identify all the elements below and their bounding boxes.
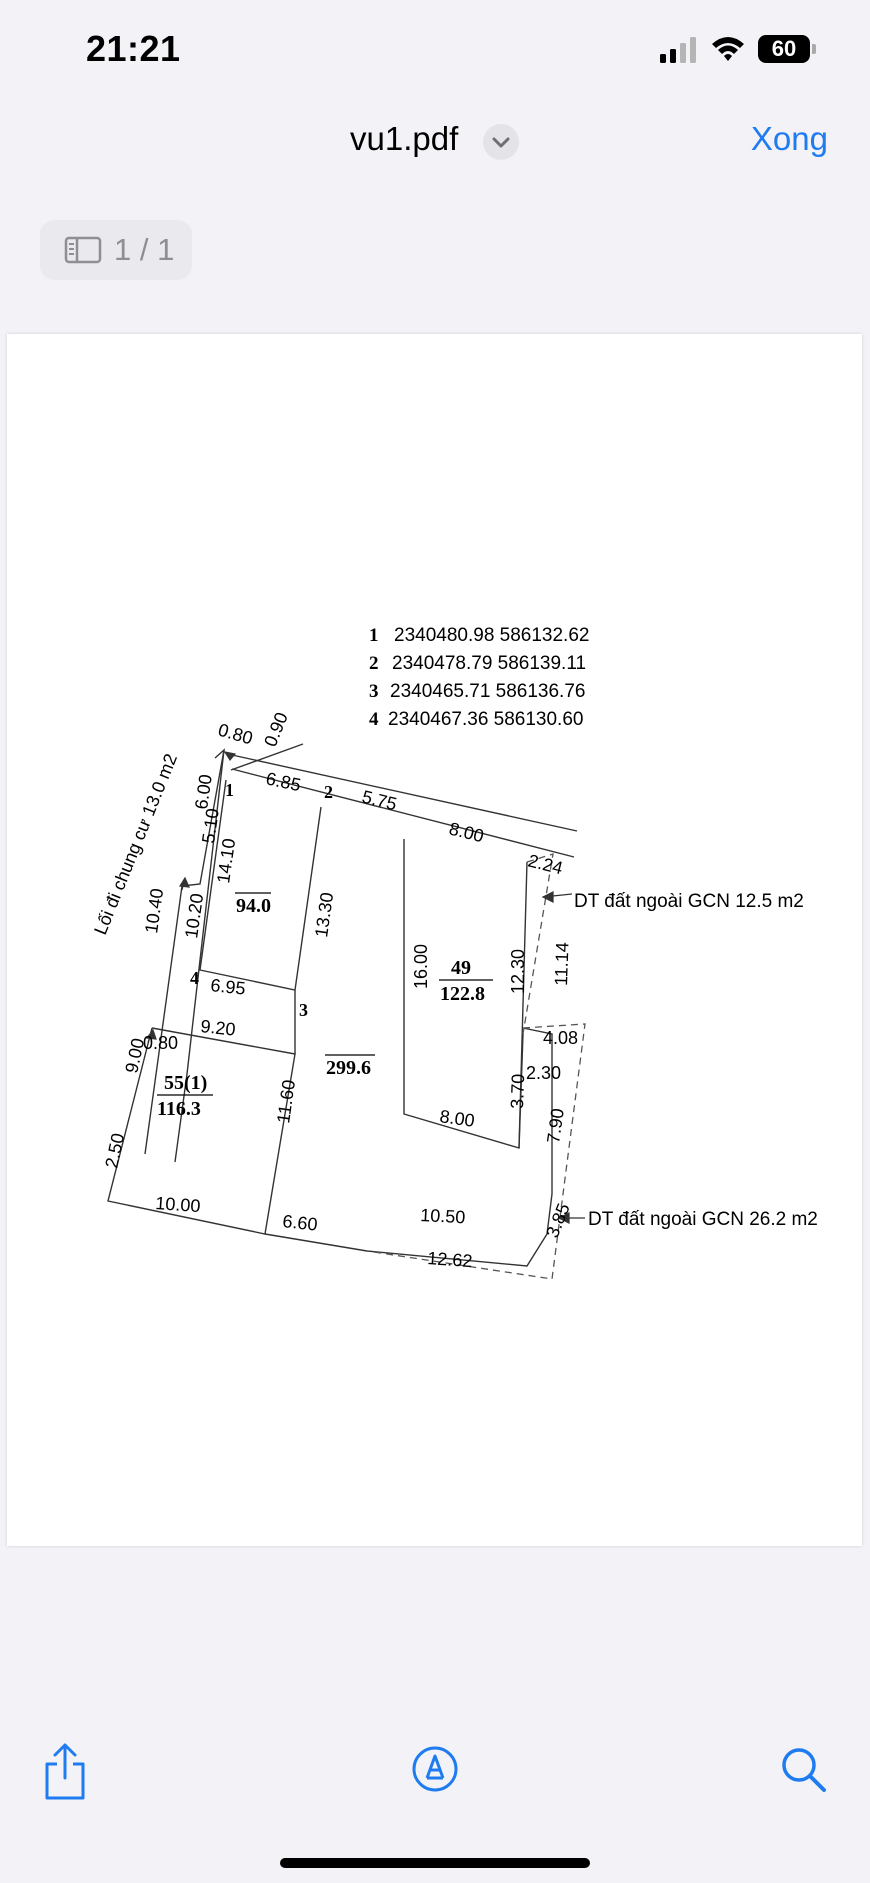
dim-label: 10.50 [420, 1205, 466, 1227]
outside-area-label: DT đất ngoài GCN 12.5 m2 [574, 891, 804, 912]
dim-label: 10.00 [155, 1193, 201, 1216]
dim-label: 10.40 [141, 887, 167, 934]
document-title[interactable]: vu1.pdf [350, 120, 459, 157]
coord-id: 4 [369, 709, 379, 730]
land-plan-drawing: 1 2340480.98 586132.62 2 2340478.79 5861… [90, 625, 818, 1280]
parcel-boundaries [107, 743, 578, 1267]
dim-label: 0.80 [143, 1033, 178, 1053]
coord-value: 2340480.98 586132.62 [394, 625, 589, 646]
annotation-arrows [145, 751, 585, 1224]
parcel-area: 122.8 [440, 983, 485, 1005]
search-icon[interactable] [778, 1744, 828, 1794]
outside-area-label: DT đất ngoài GCN 26.2 m2 [588, 1209, 818, 1230]
title-menu-button[interactable] [483, 124, 519, 160]
dim-label: 2.30 [526, 1063, 561, 1083]
bottom-toolbar [0, 1720, 870, 1820]
coord-id: 1 [369, 625, 379, 646]
dim-label: 12.62 [427, 1248, 473, 1271]
nav-bar: vu1.pdf Xong [0, 110, 870, 170]
signal-icon [660, 37, 696, 63]
status-icons: 60 [638, 32, 818, 68]
parcel-area: 299.6 [326, 1057, 371, 1079]
share-icon[interactable] [40, 1742, 90, 1802]
wifi-icon [712, 37, 744, 61]
parcel-area: 94.0 [236, 895, 271, 917]
status-time: 21:21 [86, 28, 181, 69]
parcel-area: 116.3 [157, 1098, 201, 1120]
dim-label: 0.90 [260, 710, 292, 750]
dim-label: 6.85 [264, 768, 302, 795]
parcel-areas: 94.0 299.6 49 122.8 55(1) 116.3 [157, 892, 493, 1120]
dim-label: 3.70 [507, 1073, 528, 1109]
dim-label: 6.60 [282, 1211, 319, 1235]
coord-id: 2 [369, 653, 379, 674]
dim-label: 9.20 [200, 1016, 237, 1040]
page-count: 1 / 1 [114, 232, 175, 267]
point-label: 3 [299, 1000, 308, 1020]
common-path-label: Lối đi chung cư 13.0 m2 [90, 751, 181, 938]
dimension-labels: 0.80 0.90 6.85 5.75 8.00 2.24 6.00 5.10 … [101, 710, 578, 1272]
battery-icon: 60 [758, 35, 810, 63]
parcel-number: 49 [451, 957, 471, 979]
coord-value: 2340478.79 586139.11 [392, 653, 586, 674]
chevron-down-icon [492, 137, 510, 148]
dim-label: 8.00 [438, 1106, 475, 1131]
dim-label: 0.80 [216, 720, 255, 749]
page-indicator[interactable]: 1 / 1 [40, 220, 192, 280]
point-label: 1 [225, 780, 234, 800]
point-labels: 1 2 3 4 [190, 780, 333, 1020]
dim-label: 2.24 [526, 850, 565, 878]
coord-id: 3 [369, 681, 379, 702]
dim-label: 11.60 [273, 1078, 299, 1124]
dim-label: 5.10 [198, 807, 223, 844]
dim-label: 8.00 [447, 818, 486, 846]
parcel-number: 55(1) [164, 1072, 207, 1094]
dim-label: 6.95 [210, 975, 247, 999]
coordinates-table: 1 2340480.98 586132.62 2 2340478.79 5861… [369, 625, 589, 730]
dim-label: 13.30 [311, 891, 337, 938]
outside-boundary [366, 853, 586, 1280]
dim-label: 4.08 [543, 1028, 578, 1048]
done-button[interactable]: Xong [750, 120, 828, 157]
dim-label: 16.00 [411, 944, 431, 989]
status-bar: 21:21 60 [0, 0, 870, 100]
markup-icon[interactable] [410, 1744, 460, 1794]
home-indicator[interactable] [280, 1858, 590, 1868]
dim-label: 11.14 [551, 942, 573, 986]
dim-label: 2.50 [101, 1131, 128, 1169]
sidebar-icon [64, 236, 102, 264]
dim-label: 7.90 [543, 1107, 568, 1144]
dim-label: 12.30 [508, 949, 528, 994]
point-label: 2 [324, 782, 333, 802]
coord-value: 2340467.36 586130.60 [388, 709, 583, 730]
battery-cap [812, 44, 816, 54]
dim-label: 6.00 [191, 773, 216, 810]
coord-value: 2340465.71 586136.76 [390, 681, 585, 702]
pdf-page[interactable]: 1 2340480.98 586132.62 2 2340478.79 5861… [7, 334, 862, 1546]
dim-label: 9.00 [121, 1036, 148, 1074]
point-label: 4 [190, 968, 199, 988]
